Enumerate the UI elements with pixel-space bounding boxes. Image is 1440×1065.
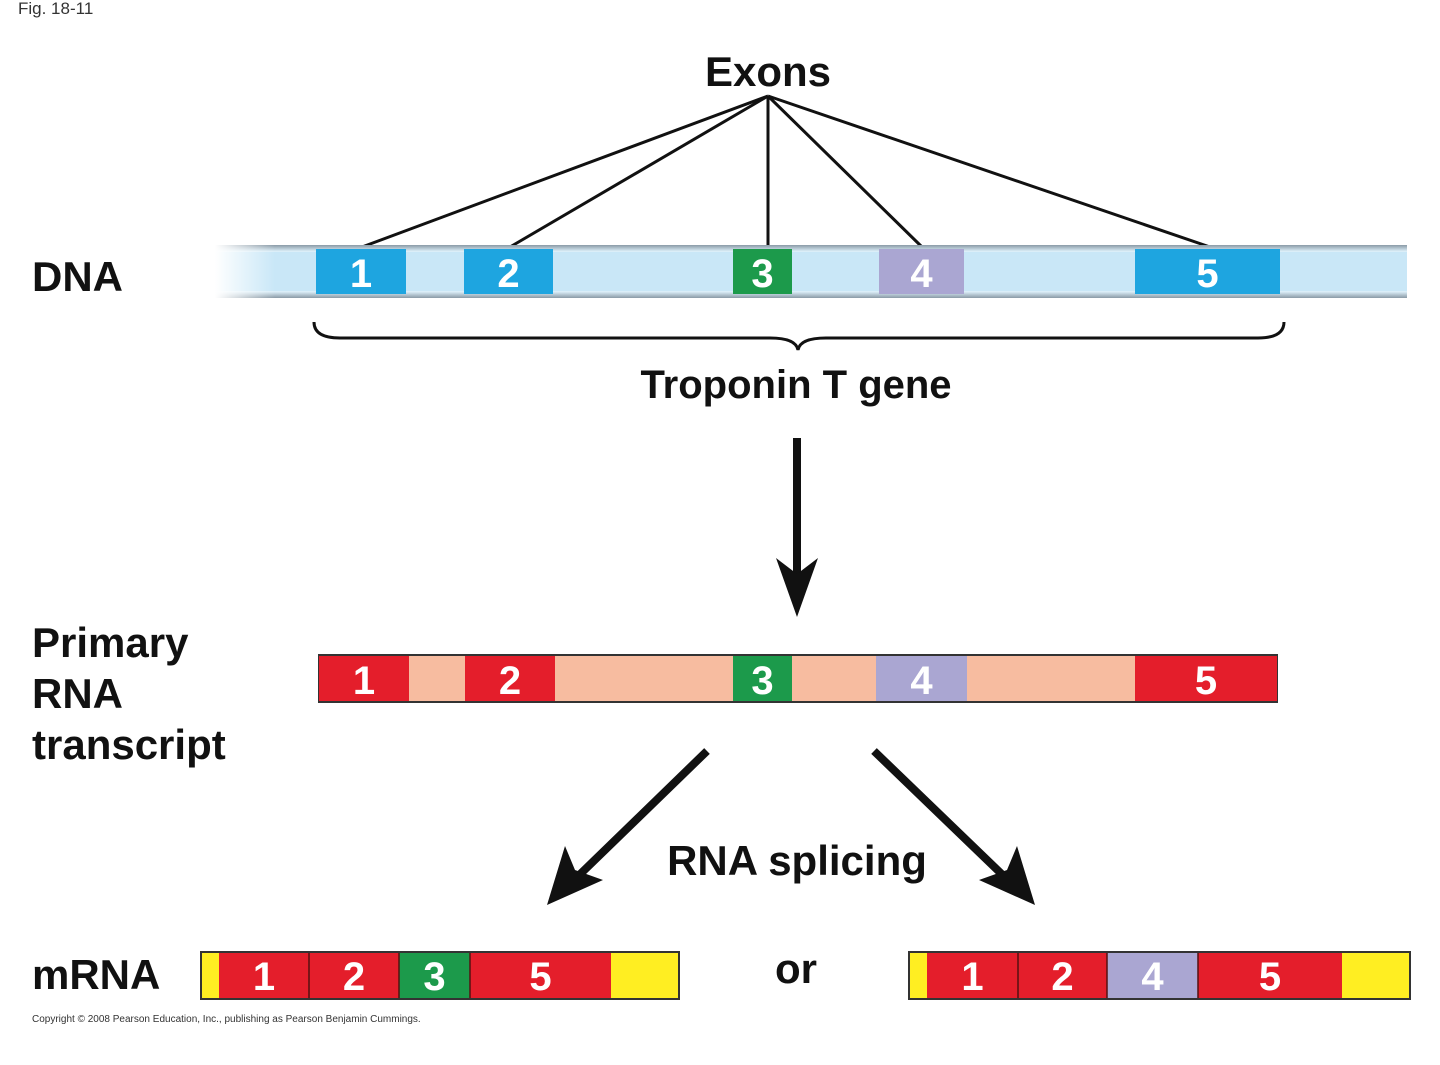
or-label: or — [775, 945, 817, 992]
splicing-label: RNA splicing — [667, 837, 927, 884]
rna-exon-4-label: 4 — [910, 659, 933, 703]
rna-exon-5-label: 5 — [1195, 659, 1217, 703]
exon-connector-lines — [361, 94, 1211, 249]
mrna-2-exon-1 — [927, 953, 1018, 998]
dna-exon-3-label: 3 — [751, 252, 773, 296]
connector-exon-5 — [767, 94, 1211, 249]
connector-exon-1 — [361, 94, 769, 249]
rna-exon-1 — [319, 656, 409, 701]
gene-brace — [312, 321, 1286, 351]
mrna-1-exon-1 — [219, 953, 309, 998]
dna-exon-2-label: 2 — [497, 252, 519, 296]
rna-exon-4 — [876, 656, 967, 701]
primary-transcript: 1 2 3 4 5 — [318, 654, 1278, 703]
mrna-1-exon-1-label: 1 — [253, 955, 275, 999]
splicing-arrow-left — [547, 748, 710, 905]
dna-exon-1 — [316, 249, 406, 294]
mrna-2-exon-1-label: 1 — [961, 955, 983, 999]
rna-exon-5 — [1135, 656, 1277, 701]
primary-label-line3: transcript — [32, 721, 226, 768]
mrna-variant-1: 1 2 3 5 — [200, 951, 680, 1000]
exons-label: Exons — [705, 48, 831, 95]
mrna-1-exon-3 — [399, 953, 470, 998]
dna-exon-group: 1 2 3 4 5 — [316, 249, 1280, 296]
mrna-variant-2: 1 2 4 5 — [908, 951, 1411, 1000]
rna-exon-3 — [733, 656, 792, 701]
rna-exon-2 — [465, 656, 555, 701]
mrna-2-exon-2 — [1018, 953, 1107, 998]
primary-label-line1: Primary — [32, 619, 189, 666]
dna-exon-4 — [879, 249, 964, 294]
gene-label: Troponin T gene — [640, 363, 951, 407]
connector-exon-2 — [509, 94, 769, 249]
rna-exon-group: 1 2 3 4 5 — [319, 656, 1277, 703]
dna-exon-4-label: 4 — [910, 252, 933, 296]
dna-exon-5-label: 5 — [1196, 252, 1218, 296]
mrna-2-exon-4-label: 4 — [1141, 955, 1164, 999]
rna-exon-1-label: 1 — [353, 659, 375, 703]
dna-label: DNA — [32, 253, 123, 300]
dna-exon-1-label: 1 — [350, 252, 372, 296]
mrna-1-exon-5-label: 5 — [529, 955, 551, 999]
connector-exon-4 — [766, 94, 924, 249]
mrna-1-exon-2-label: 2 — [343, 955, 365, 999]
dna-exon-5 — [1135, 249, 1280, 294]
mrna-1-exon-2 — [309, 953, 399, 998]
copyright-text: Copyright © 2008 Pearson Education, Inc.… — [32, 1014, 421, 1025]
mrna-1-outline — [200, 951, 680, 1000]
dna-exon-2 — [464, 249, 553, 294]
dna-exon-3 — [733, 249, 792, 294]
figure-label: Fig. 18-11 — [18, 0, 93, 18]
primary-transcript-bar — [318, 654, 1278, 703]
mrna-2-exon-5 — [1198, 953, 1342, 998]
dna-strand: 1 2 3 4 5 — [215, 245, 1407, 298]
mrna-1-exon-5 — [470, 953, 611, 998]
mrna-2-outline — [908, 951, 1411, 1000]
mrna-label: mRNA — [32, 951, 160, 998]
rna-exon-2-label: 2 — [499, 659, 521, 703]
dna-fade-left — [215, 245, 275, 298]
primary-label-line2: RNA — [32, 670, 123, 717]
mrna-2-exon-5-label: 5 — [1259, 955, 1281, 999]
rna-exon-3-label: 3 — [751, 659, 773, 703]
transcription-arrow — [776, 438, 818, 617]
mrna-2-exon-2-label: 2 — [1051, 955, 1073, 999]
splicing-arrow-right — [871, 748, 1035, 905]
mrna-2-exon-4 — [1107, 953, 1198, 998]
mrna-1-exon-3-label: 3 — [423, 955, 445, 999]
